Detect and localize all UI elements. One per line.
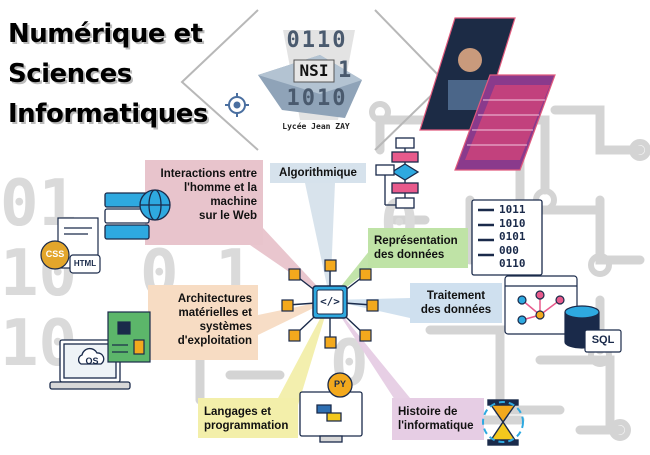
photo-keyboard xyxy=(454,74,556,171)
box-histoire xyxy=(392,398,484,440)
box-architectures xyxy=(148,285,258,360)
wedge-interactions xyxy=(250,228,330,300)
box-representation xyxy=(368,228,468,268)
topic-architectures-line-1: Architectures xyxy=(177,293,252,305)
topic-traitement: Traitement des données xyxy=(410,285,502,321)
logo-binary-side: 1 xyxy=(338,58,352,83)
wedge-architectures xyxy=(258,300,330,335)
topic-boxes xyxy=(145,160,502,440)
chevron-left-icon xyxy=(180,9,259,151)
topic-traitement-line-1: Traitement xyxy=(426,290,486,302)
binary-document-icon xyxy=(471,199,543,276)
code-icon-label: </> xyxy=(320,295,340,308)
box-traitement xyxy=(410,283,502,323)
title-line-3: Informatiques xyxy=(8,99,208,129)
flowchart-icon xyxy=(375,137,420,209)
circuit-background xyxy=(195,105,645,435)
data-network-icon xyxy=(504,275,578,335)
sql-icon-label: SQL xyxy=(591,334,615,346)
logo-badge: NSI xyxy=(299,61,329,80)
box-algorithmique xyxy=(270,163,366,183)
binary-row-3: 0101 xyxy=(499,230,526,243)
box-langages xyxy=(198,398,298,438)
title-line-2: Sciences xyxy=(8,59,132,89)
topic-representation: Représentation des données xyxy=(368,230,468,266)
server-globe-icon xyxy=(104,189,171,240)
hourglass-icon xyxy=(482,399,524,446)
title-line-1: Numérique et xyxy=(8,19,203,49)
python-monitor-icon xyxy=(299,372,363,443)
topic-langages-line-2: programmation xyxy=(204,420,289,432)
topic-architectures: Architectures matérielles et systèmes d'… xyxy=(148,288,258,352)
topic-architectures-line-3: systèmes xyxy=(199,321,252,333)
page-title: Numérique et Sciences Informatiques xyxy=(8,14,208,134)
school-name: Lycée Jean ZAY xyxy=(282,122,350,131)
topic-interactions-line-4: sur le Web xyxy=(199,210,257,222)
topic-langages-line-1: Langages et xyxy=(204,406,272,418)
sql-database-icon xyxy=(564,305,622,353)
topic-representation-line-2: des données xyxy=(374,249,445,261)
topic-histoire: Histoire de l'informatique xyxy=(392,401,484,437)
wedge-histoire xyxy=(330,300,410,400)
topic-interactions-line-2: l'homme et la xyxy=(183,182,257,194)
binary-row-4: 000 xyxy=(499,243,519,257)
topic-architectures-line-4: d'exploitation xyxy=(177,335,252,347)
topic-interactions-line-3: machine xyxy=(210,196,257,208)
crosshair-icon xyxy=(225,93,249,117)
central-code-hub-icon xyxy=(281,259,379,349)
topic-interactions: Interactions entre l'homme et la machine… xyxy=(145,163,263,227)
topic-algorithmique: Algorithmique xyxy=(270,164,366,182)
laptop-os-icon xyxy=(49,339,131,390)
binary-row-5: 0110 xyxy=(499,257,526,270)
topic-architectures-line-2: matérielles et xyxy=(178,307,252,319)
nsi-logo xyxy=(258,30,362,120)
css-icon-label: CSS xyxy=(45,249,65,259)
topic-histoire-line-2: l'informatique xyxy=(398,420,474,432)
html-icon-label: HTML xyxy=(73,259,97,268)
topic-representation-line-1: Représentation xyxy=(374,235,458,247)
os-icon-label: OS xyxy=(85,356,99,366)
topic-histoire-line-1: Histoire de xyxy=(398,406,458,418)
topic-traitement-line-2: des données xyxy=(420,304,492,316)
photo-woman-computer xyxy=(419,17,516,131)
wedge-langages xyxy=(278,300,330,405)
logo-binary-top: 0110 xyxy=(286,28,348,53)
binary-row-1: 1011 xyxy=(499,203,526,216)
logo-binary-bottom: 1010 xyxy=(286,86,348,111)
topic-langages: Langages et programmation xyxy=(198,401,298,437)
binary-row-2: 1010 xyxy=(499,216,526,230)
circuit-board-icon xyxy=(107,311,151,363)
py-icon-label: PY xyxy=(333,379,346,389)
topic-algorithmique-label: Algorithmique xyxy=(279,167,357,179)
topic-interactions-line-1: Interactions entre xyxy=(160,168,258,180)
css-html-file-icon xyxy=(40,217,101,274)
binary-rows: 1011 1010 0101 000 0110 xyxy=(499,203,526,271)
